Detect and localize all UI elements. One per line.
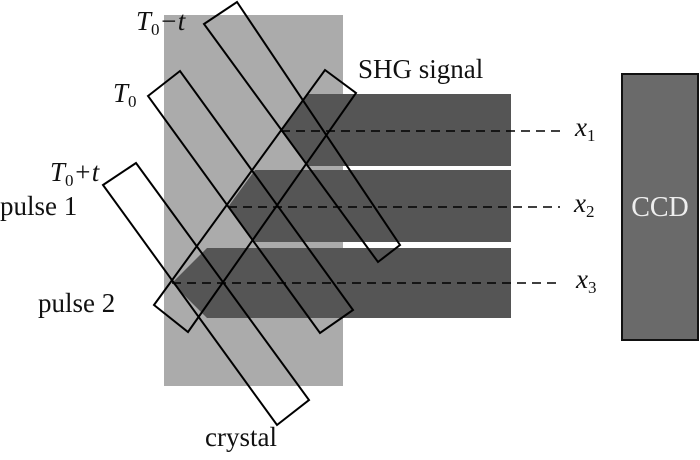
shg-signal-band-1 — [281, 94, 511, 166]
label-crystal: crystal — [205, 422, 277, 452]
label-pulse-1: pulse 1 — [0, 191, 78, 221]
label-x1: x1 — [575, 112, 596, 145]
shg-signal-band-2 — [228, 170, 511, 242]
label-x3: x3 — [576, 264, 597, 297]
ccd-detector — [621, 73, 699, 341]
label-pulse-2: pulse 2 — [38, 288, 116, 318]
ccd-label: CCD — [631, 192, 689, 223]
pulse1-t0 — [146, 69, 355, 335]
label-t0-minus-t: T0−t — [136, 6, 186, 39]
label-t0-plus-t: T0+t — [50, 157, 100, 190]
pulse1-t0-minus-t — [202, 0, 402, 264]
pulse2 — [152, 68, 358, 334]
label-shg-signal: SHG signal — [358, 54, 484, 84]
label-x2: x2 — [574, 188, 595, 221]
label-t0: T0 — [113, 78, 137, 111]
pulse1-t0-plus-t — [101, 161, 311, 427]
